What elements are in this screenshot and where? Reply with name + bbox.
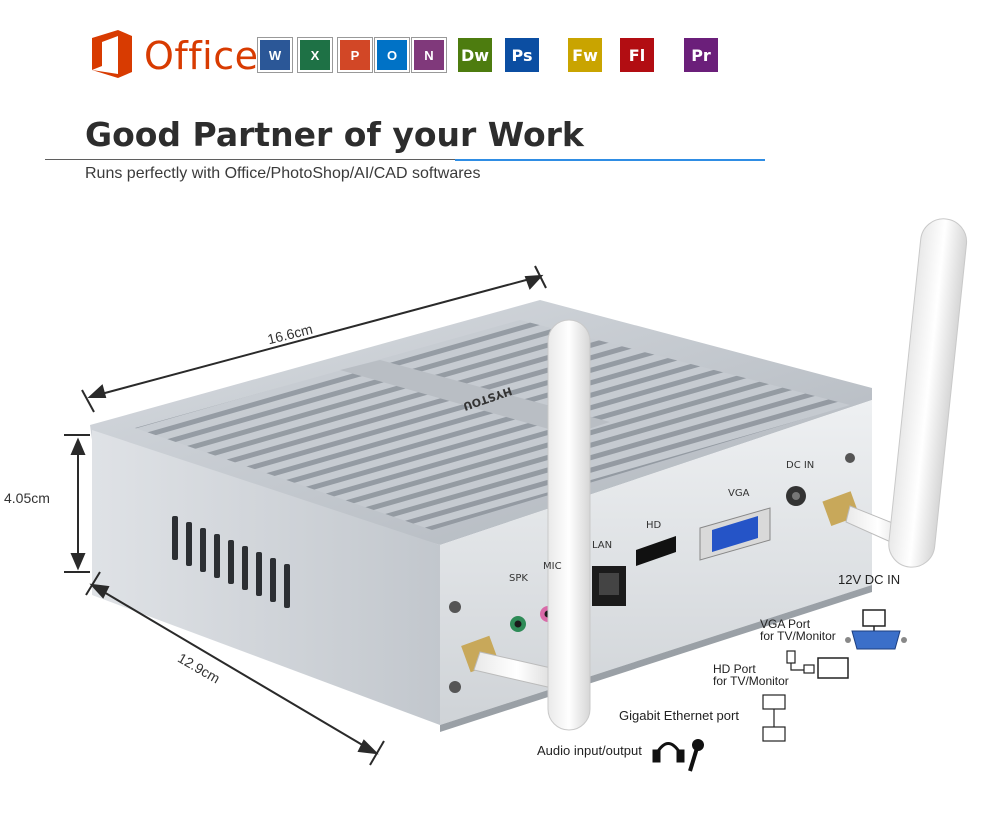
side-vents <box>172 516 290 608</box>
word-app-icon: W <box>258 38 292 72</box>
callout-hd-line2: for TV/Monitor <box>713 674 789 688</box>
dimension-height: 4.05cm <box>4 490 50 506</box>
monitor-icon <box>862 609 886 633</box>
port-label-vga: VGA <box>728 488 750 499</box>
callout-vga-line1: VGA Port <box>760 617 811 631</box>
callout-vga: VGA Port for TV/Monitor <box>760 618 836 642</box>
rear-antenna <box>845 218 968 568</box>
port-label-hd: HD <box>646 520 662 531</box>
page-headline: Good Partner of your Work <box>85 115 584 154</box>
callout-ethernet: Gigabit Ethernet port <box>619 708 739 723</box>
microphone-icon <box>688 739 704 772</box>
photoshop-app-icon: Ps <box>505 38 539 72</box>
port-label-dcin: DC IN <box>786 460 815 471</box>
mini-pc-illustration <box>64 218 968 772</box>
flash-app-icon: Fl <box>620 38 654 72</box>
callout-dc-in: 12V DC IN <box>838 572 901 587</box>
vga-connector-icon <box>845 630 907 650</box>
fireworks-app-icon: Fw <box>568 38 602 72</box>
port-label-mic: MIC <box>543 561 562 572</box>
headline-divider <box>45 159 765 160</box>
page-subheadline: Runs perfectly with Office/PhotoShop/AI/… <box>85 165 481 182</box>
port-label-lan: LAN <box>592 540 613 551</box>
headline-divider-accent <box>455 159 765 161</box>
port-label-spk: SPK <box>509 573 528 584</box>
tv-icon <box>817 657 849 679</box>
front-antenna <box>473 319 591 731</box>
office-logo-icon <box>88 28 136 80</box>
office-logo-text: Office <box>144 34 259 78</box>
dreamweaver-app-icon: Dw <box>458 38 492 72</box>
outlook-app-icon: O <box>375 38 409 72</box>
hdmi-plug-icon <box>786 650 815 674</box>
callout-hd: HD Port for TV/Monitor <box>713 663 789 687</box>
excel-app-icon: X <box>298 38 332 72</box>
onenote-app-icon: N <box>412 38 446 72</box>
premiere-app-icon: Pr <box>684 38 718 72</box>
powerpoint-app-icon: P <box>338 38 372 72</box>
callout-hd-line1: HD Port <box>713 662 756 676</box>
callout-audio: Audio input/output <box>537 743 642 758</box>
callout-vga-line2: for TV/Monitor <box>760 629 836 643</box>
ethernet-icon <box>762 694 786 742</box>
headphone-icon <box>652 742 685 763</box>
